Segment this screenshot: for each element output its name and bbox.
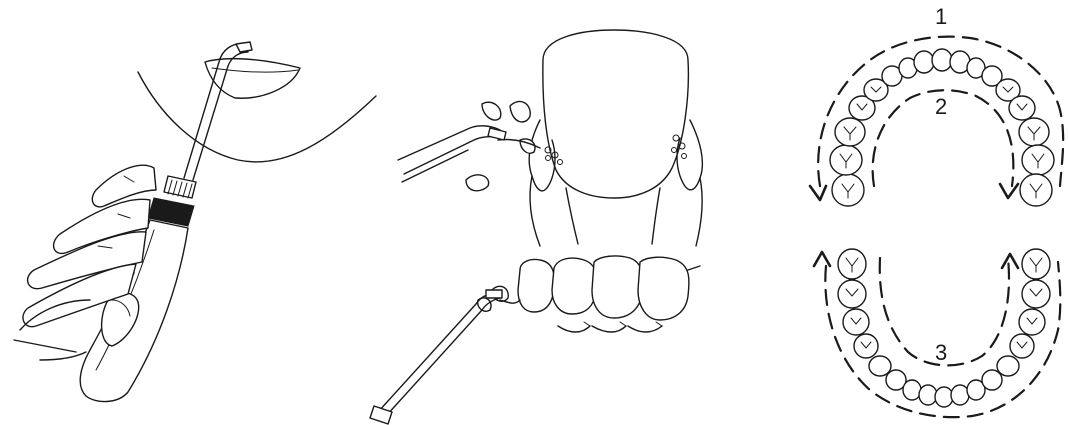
arrow-down-right-icon: [1000, 184, 1018, 198]
tooth-row-1: [518, 259, 554, 312]
arrow-down-left-icon: [810, 186, 826, 200]
nozzle-tip-cross: [398, 126, 502, 174]
panel-tooth-row: [370, 256, 700, 424]
step-number-3: 3: [935, 340, 947, 365]
step-number-2: 2: [935, 94, 947, 119]
tooth-row-3: [592, 256, 643, 318]
arrow-up-left-icon: [814, 252, 830, 266]
arrow-up-right-icon: [1002, 254, 1018, 268]
panel-dental-arch: 1 2 3: [810, 4, 1063, 417]
step-number-1: 1: [935, 4, 947, 29]
upper-arch-teeth: [830, 49, 1054, 206]
panel-hand-irrigator: [14, 42, 376, 402]
lower-arch-teeth: [838, 249, 1050, 407]
tooth-row-2: [552, 258, 597, 314]
panel-gum-cross-section: [398, 30, 702, 246]
nozzle-tip-side: [378, 294, 500, 416]
tooth-row-4: [638, 257, 689, 320]
water-splash: [510, 101, 530, 122]
gumline-path: [558, 326, 662, 332]
tooth-crown: [543, 30, 689, 198]
